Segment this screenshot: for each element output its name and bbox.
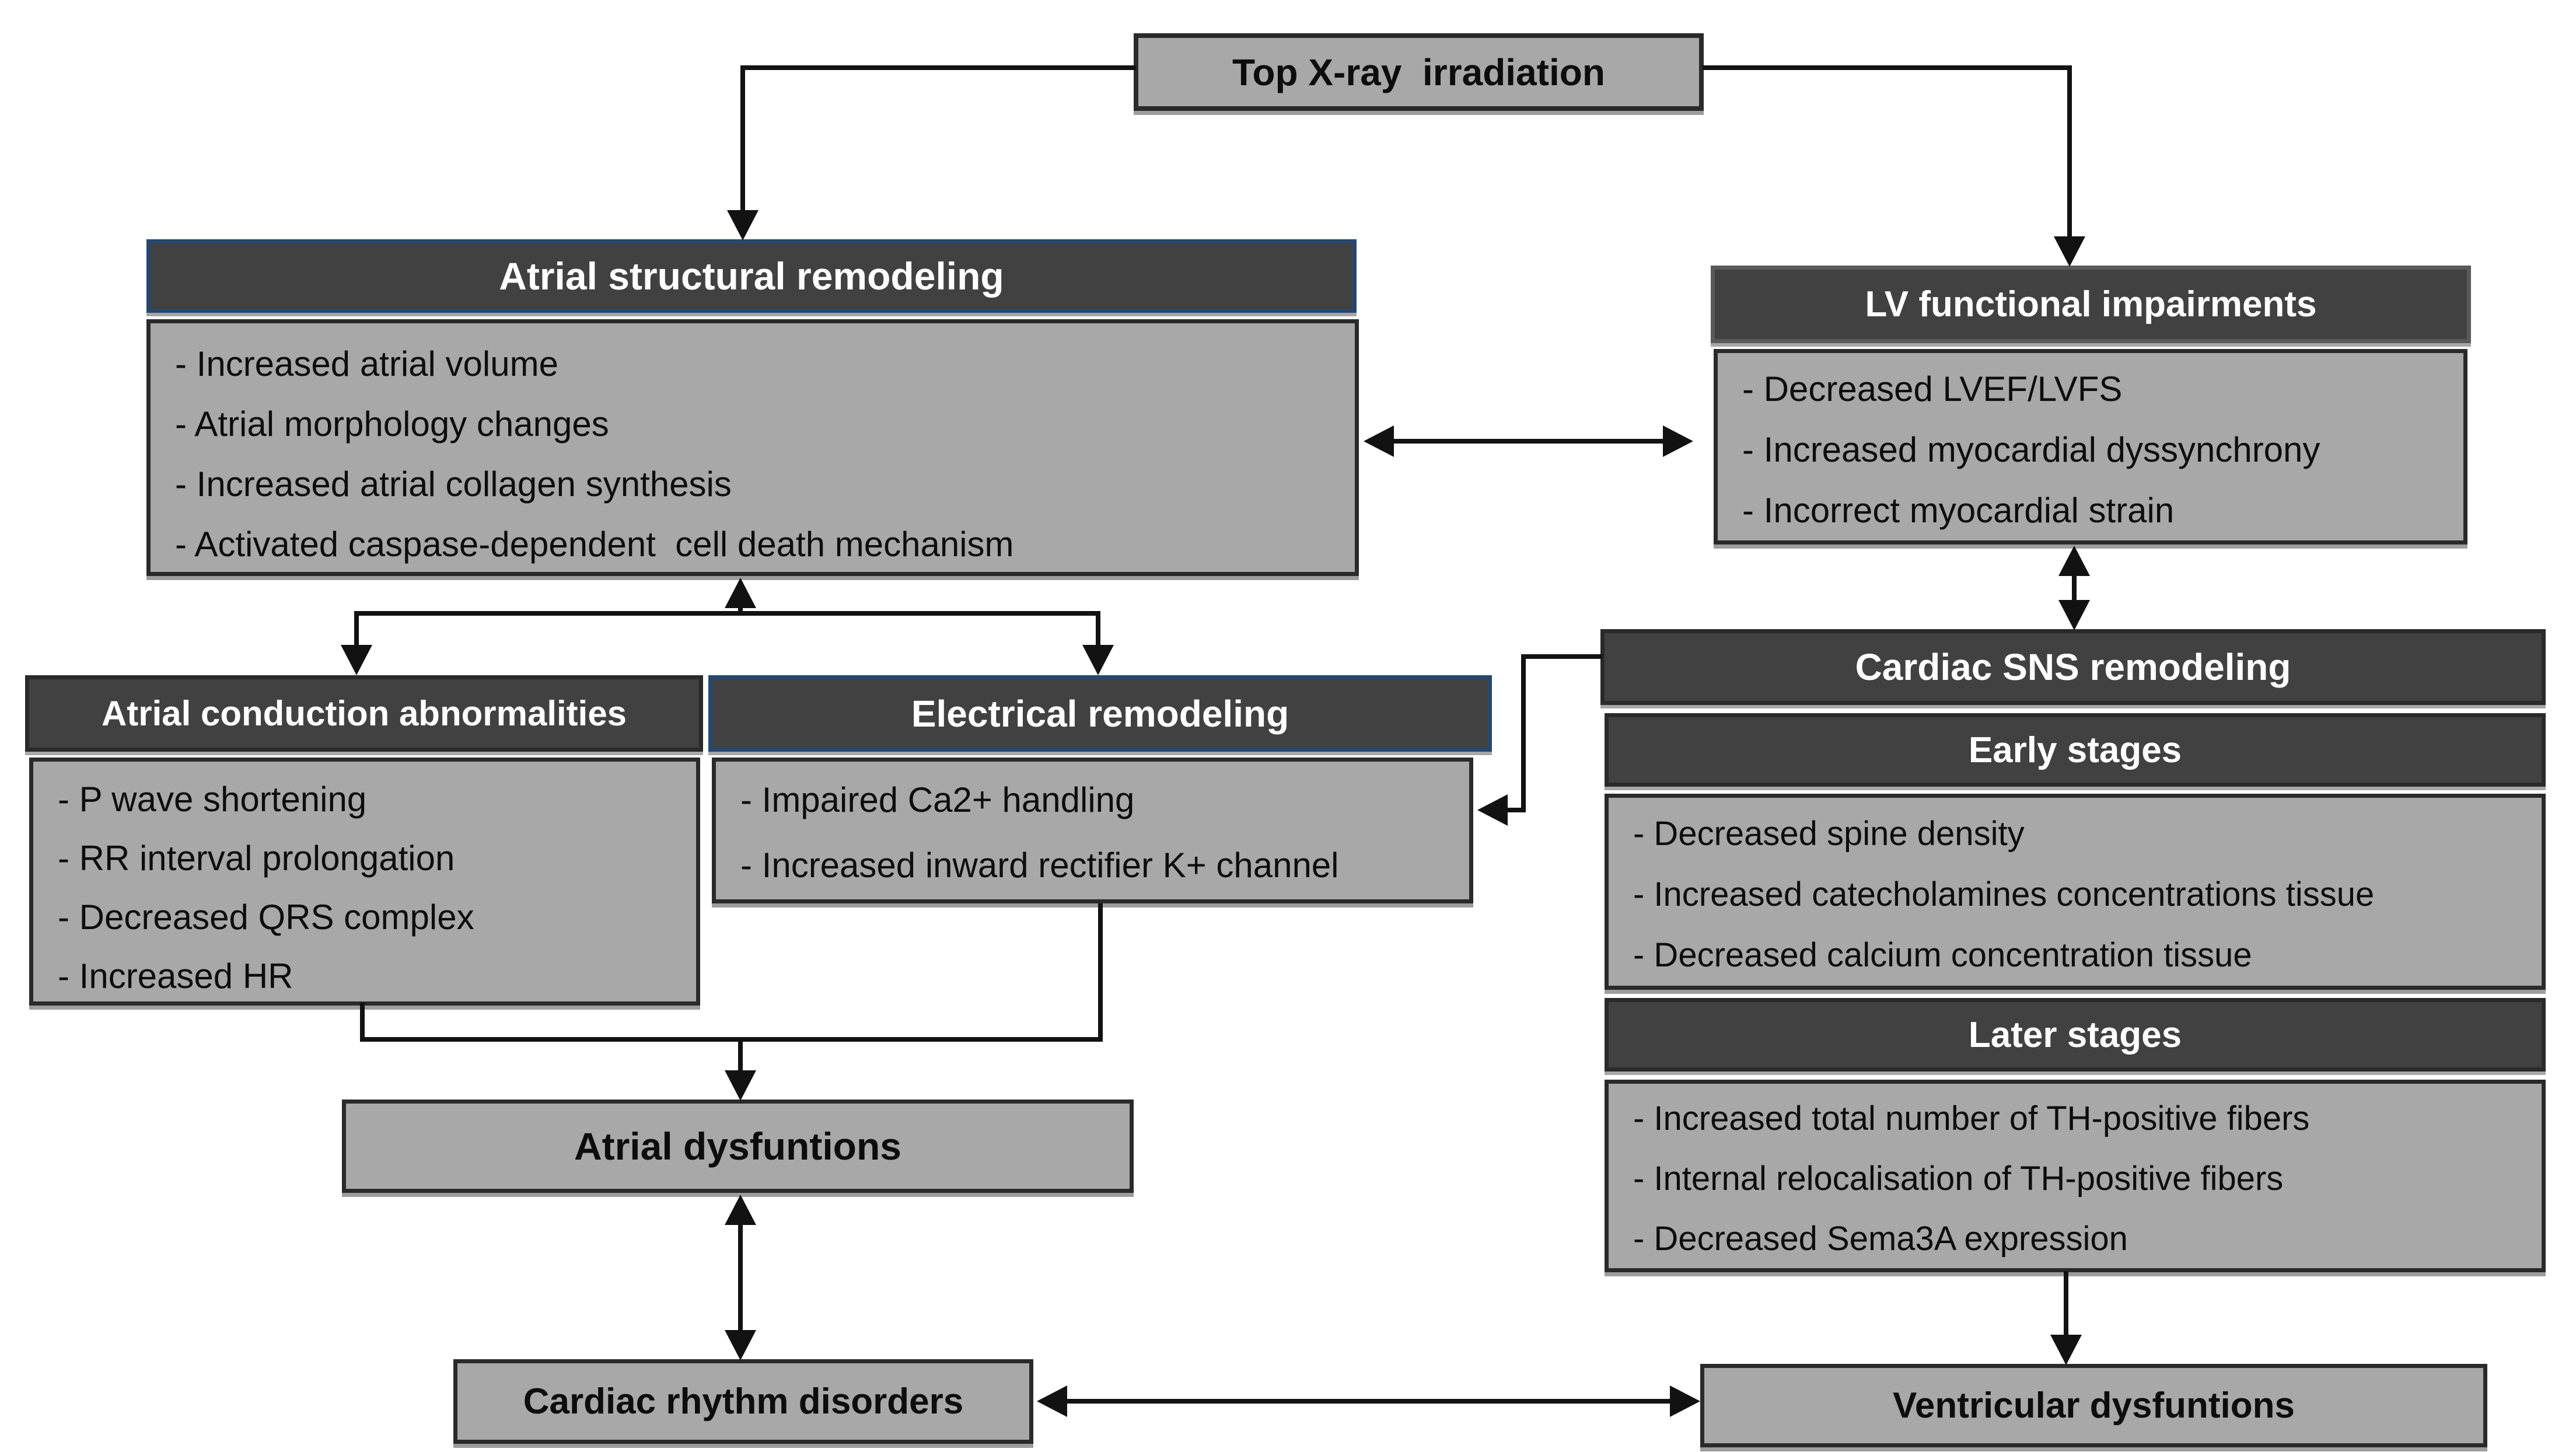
header-atrial-structural-remodeling: Atrial structural remodeling <box>146 239 1357 313</box>
bullet-item: - Increased myocardial dyssynchrony <box>1742 430 2320 469</box>
arrow-down-icon <box>2058 600 2090 630</box>
node-label: Top X-ray irradiation <box>1232 51 1605 93</box>
body-later-stages: - Increased total number of TH-positive … <box>1605 1080 2546 1272</box>
node-label: Ventricular dysfuntions <box>1892 1385 2295 1426</box>
connector-line <box>354 611 1100 616</box>
connector-line <box>360 1037 1103 1042</box>
header-lv-functional-impairments: LV functional impairments <box>1711 266 2471 343</box>
header-label: Cardiac SNS remodeling <box>1855 646 2291 688</box>
connector-line <box>354 611 359 648</box>
bullet-item: - Impaired Ca2+ handling <box>740 780 1135 819</box>
connector-line <box>1065 1399 1671 1404</box>
bullet-item: - Decreased Sema3A expression <box>1633 1220 2128 1258</box>
bullet-item: - RR interval prolongation <box>58 839 455 878</box>
connector-line <box>738 606 743 615</box>
bullet-item: - Activated caspase-dependent cell death… <box>175 525 1014 564</box>
bullet-item: - Decreased LVEF/LVFS <box>1742 369 2123 409</box>
node-top-xray-irradiation: Top X-ray irradiation <box>1134 33 1704 111</box>
arrow-right-icon <box>1663 425 1693 457</box>
arrow-left-icon <box>1364 425 1394 457</box>
arrow-down-icon <box>2054 236 2085 267</box>
body-electrical-remodeling: - Impaired Ca2+ handling - Increased inw… <box>712 758 1473 903</box>
connector-line <box>1521 654 1526 812</box>
body-atrial-conduction-abnormalities: - P wave shortening - RR interval prolon… <box>29 758 700 1006</box>
bullet-item: - Decreased QRS complex <box>58 898 474 937</box>
connector-line <box>2072 574 2077 602</box>
connector-line <box>1392 439 1665 444</box>
arrow-down-icon <box>2050 1335 2082 1365</box>
header-cardiac-sns-remodeling: Cardiac SNS remodeling <box>1600 629 2546 705</box>
bullet-item: - Internal relocalisation of TH-positive… <box>1633 1160 2284 1198</box>
bullet-item: - Decreased spine density <box>1633 815 2025 853</box>
bullet-item: - Increased catecholamines concentration… <box>1633 875 2375 913</box>
header-label: Atrial conduction abnormalities <box>101 694 627 733</box>
arrow-left-icon <box>1037 1385 1067 1417</box>
bullet-item: - Atrial morphology changes <box>175 404 609 444</box>
connector-line <box>1098 903 1103 1041</box>
connector-line <box>2067 65 2072 239</box>
node-ventricular-dysfunctions: Ventricular dysfuntions <box>1700 1364 2487 1447</box>
bullet-item: - Increased atrial volume <box>175 344 558 383</box>
bullet-item: - Increased inward rectifier K+ channel <box>740 846 1339 885</box>
body-atrial-structural-remodeling: - Increased atrial volume - Atrial morph… <box>146 319 1359 576</box>
arrow-down-icon <box>341 645 372 675</box>
arrow-up-icon <box>725 1195 756 1225</box>
node-label: Atrial dysfuntions <box>574 1125 902 1168</box>
connector-line <box>1703 65 2071 70</box>
header-atrial-conduction-abnormalities: Atrial conduction abnormalities <box>25 675 703 752</box>
body-early-stages: - Decreased spine density - Increased ca… <box>1605 794 2546 990</box>
connector-line <box>360 1003 365 1041</box>
arrow-up-icon <box>2058 546 2090 576</box>
node-label: Cardiac rhythm disorders <box>523 1381 964 1422</box>
arrow-down-icon <box>725 1330 756 1360</box>
connector-line <box>2064 1271 2068 1337</box>
header-later-stages: Later stages <box>1605 998 2546 1071</box>
header-electrical-remodeling: Electrical remodeling <box>708 675 1492 752</box>
connector-line <box>740 65 745 212</box>
connector-line <box>738 1037 743 1073</box>
bullet-item: - Increased atrial collagen synthesis <box>175 465 732 504</box>
header-label: Atrial structural remodeling <box>499 254 1004 298</box>
arrow-up-icon <box>725 578 756 608</box>
bullet-item: - Decreased calcium concentration tissue <box>1633 936 2252 974</box>
header-label: Later stages <box>1968 1014 2182 1055</box>
arrow-left-icon <box>1477 794 1508 826</box>
arrow-down-icon <box>727 210 759 240</box>
node-atrial-dysfunctions: Atrial dysfuntions <box>342 1100 1134 1193</box>
arrow-down-icon <box>1082 645 1114 675</box>
arrow-down-icon <box>725 1070 756 1101</box>
connector-line <box>742 65 1136 70</box>
header-label: LV functional impairments <box>1865 284 2317 324</box>
header-label: Early stages <box>1968 730 2182 770</box>
connector-line <box>1096 611 1100 648</box>
connector-line <box>738 1223 743 1332</box>
arrow-right-icon <box>1670 1385 1700 1417</box>
bullet-item: - Increased total number of TH-positive … <box>1633 1100 2310 1137</box>
connector-line <box>1523 654 1602 659</box>
body-lv-functional-impairments: - Decreased LVEF/LVFS - Increased myocar… <box>1714 349 2467 544</box>
bullet-item: - Incorrect myocardial strain <box>1742 491 2175 530</box>
bullet-item: - Increased HR <box>58 957 293 996</box>
header-label: Electrical remodeling <box>911 692 1289 735</box>
header-early-stages: Early stages <box>1605 713 2546 787</box>
node-cardiac-rhythm-disorders: Cardiac rhythm disorders <box>453 1359 1033 1444</box>
bullet-item: - P wave shortening <box>58 780 367 819</box>
connector-line <box>1505 808 1526 812</box>
